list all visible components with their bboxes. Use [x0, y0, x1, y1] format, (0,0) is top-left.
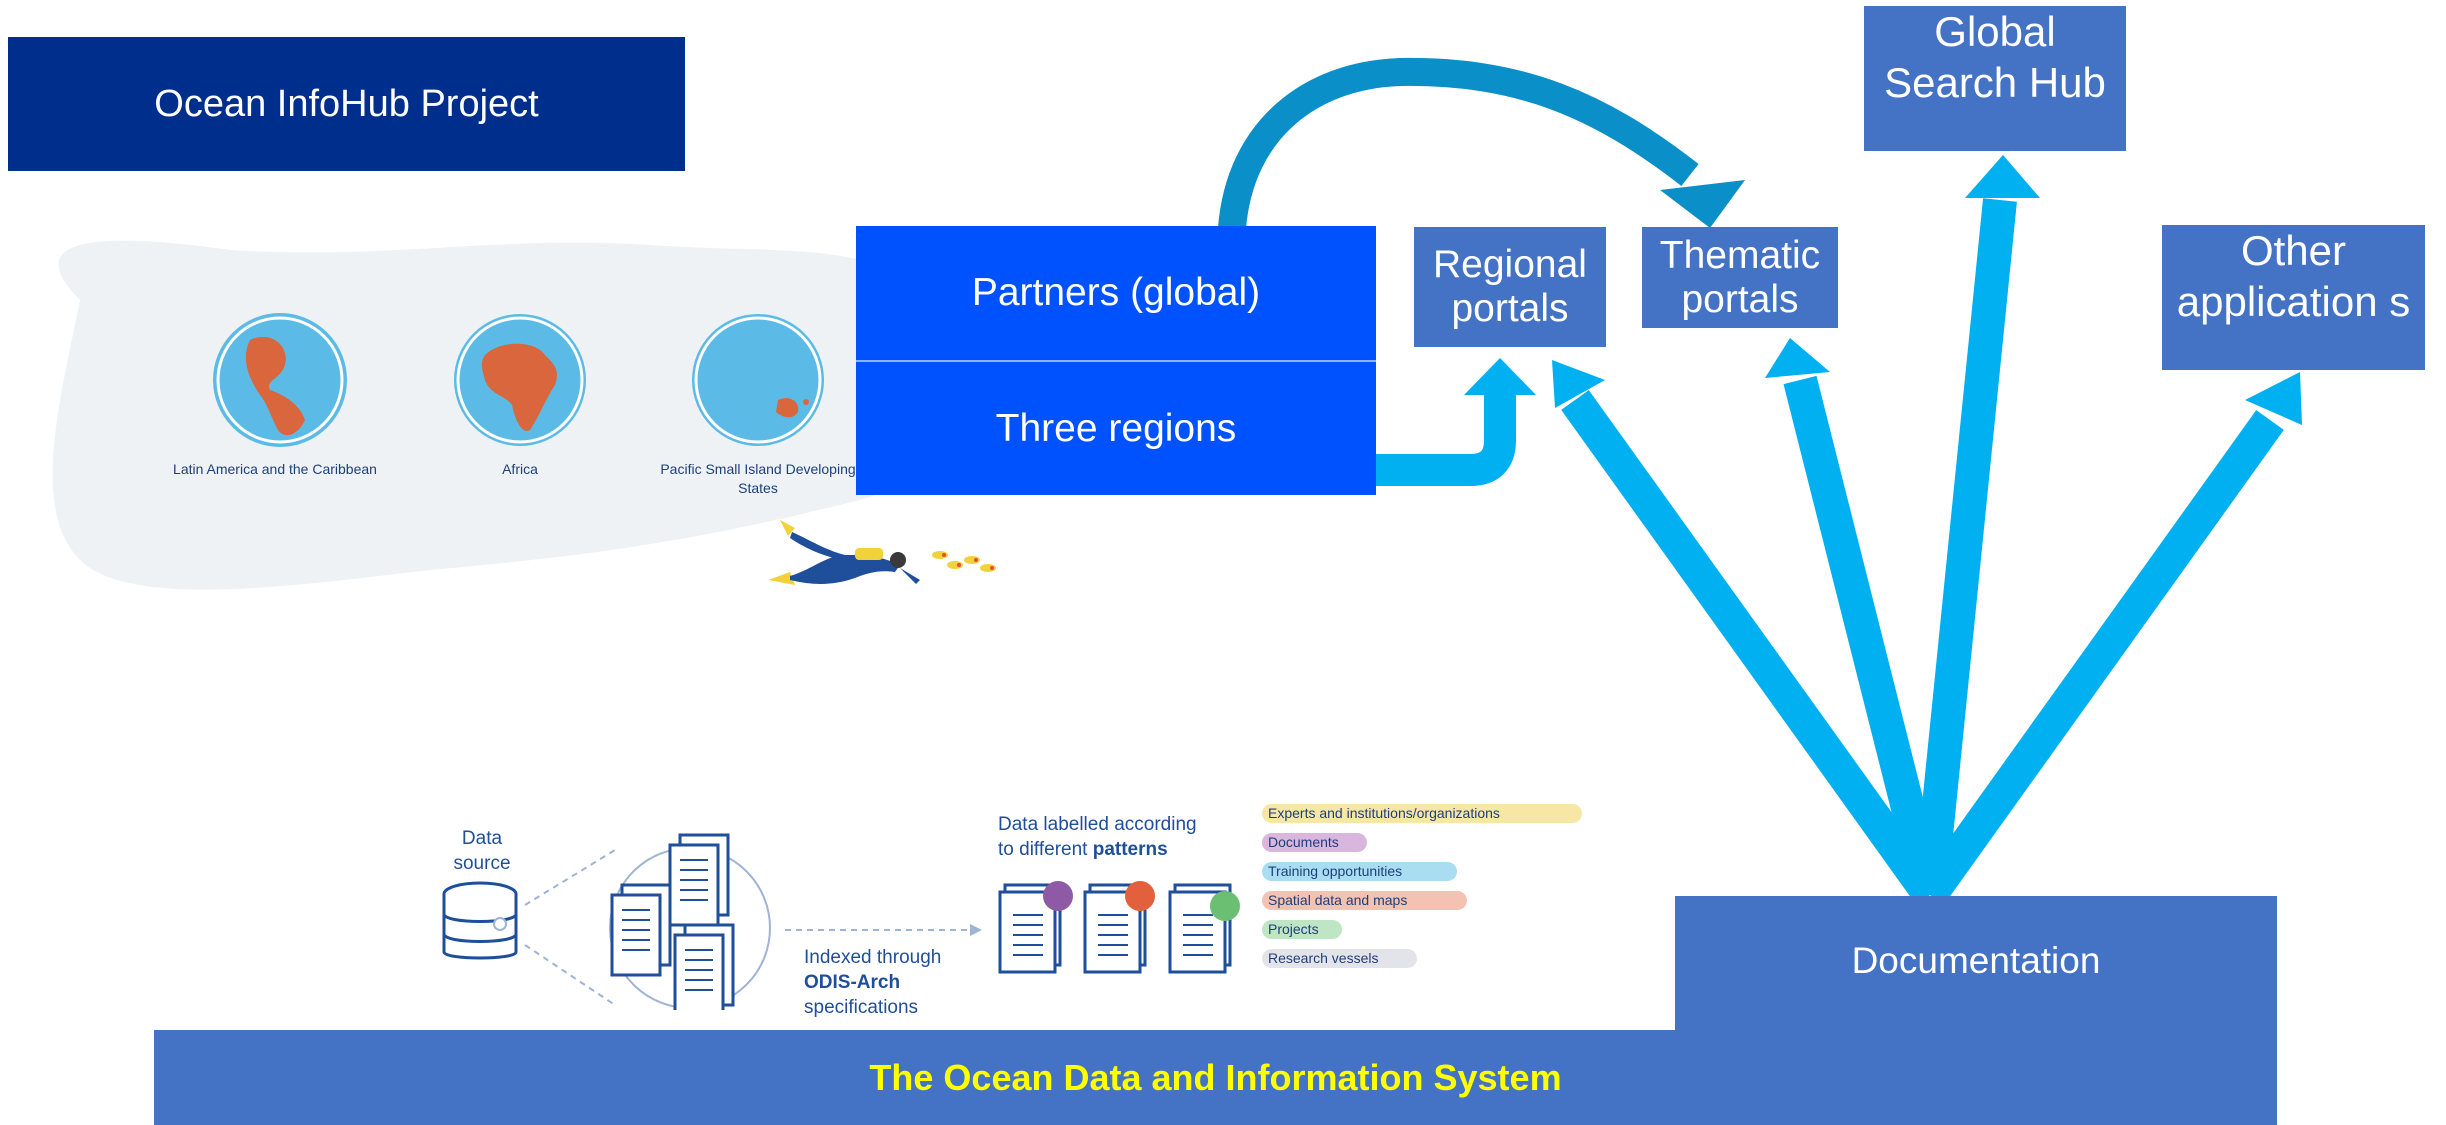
- documentation-box: Documentation: [1675, 896, 2277, 1032]
- regions-box: Three regions: [856, 362, 1376, 495]
- pattern-pill: Documents: [1262, 833, 1367, 852]
- region-label: Africa: [502, 461, 538, 477]
- diver-icon: [768, 520, 996, 585]
- pattern-pill: Research vessels: [1262, 949, 1417, 968]
- globe-icon: [692, 314, 824, 446]
- odis-banner: The Ocean Data and Information System: [154, 1030, 2277, 1125]
- indexed-bold: ODIS-Arch: [804, 972, 901, 993]
- labelled-line: Data labelled according: [998, 814, 1197, 835]
- indexed-line: Indexed through: [804, 947, 942, 968]
- labelled-line: to different: [998, 839, 1093, 860]
- database-icon: [442, 881, 518, 960]
- thematic-portals-box: Thematic portals: [1642, 227, 1838, 328]
- dashed-arrow: [785, 924, 982, 936]
- globe-icon: [454, 314, 586, 446]
- region-label: Pacific Small Island Developing States: [660, 461, 856, 496]
- project-title: Ocean InfoHub Project: [8, 37, 685, 171]
- global-search-hub-box: Global Search Hub: [1864, 6, 2126, 151]
- labelled-documents-icon: [998, 881, 1240, 974]
- documents-cluster-icon: [524, 833, 771, 1010]
- partners-box: Partners (global): [856, 226, 1376, 360]
- indexed-text: Indexed through ODIS-Arch specifications: [804, 945, 941, 1020]
- data-source-label: Data source: [453, 828, 511, 874]
- pattern-pill: Spatial data and maps: [1262, 891, 1467, 910]
- pattern-pill: Projects: [1262, 920, 1342, 939]
- pattern-pill: Training opportunities: [1262, 862, 1457, 881]
- labelled-bold: patterns: [1092, 839, 1168, 860]
- globe-icon: [213, 313, 347, 447]
- labelled-text: Data labelled according to different pat…: [998, 812, 1197, 862]
- pattern-pill: Experts and institutions/organizations: [1262, 804, 1582, 823]
- regional-portals-box: Regional portals: [1414, 227, 1606, 347]
- divider: [856, 360, 1376, 362]
- indexed-line: specifications: [804, 997, 919, 1018]
- other-applications-box: Other application s: [2162, 225, 2425, 370]
- region-label: Latin America and the Caribbean: [173, 461, 377, 477]
